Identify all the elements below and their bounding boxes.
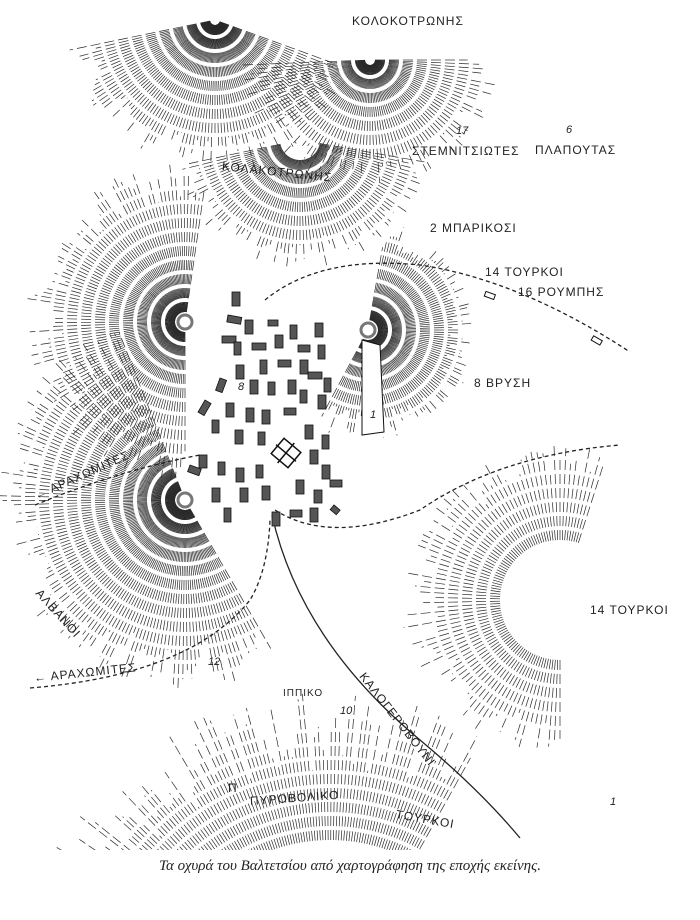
label-roumpis: 16 ΡΟΥΜΠΗΣ — [518, 285, 605, 299]
forts — [361, 290, 604, 436]
building — [211, 419, 220, 434]
road-lower-west — [29, 519, 271, 689]
village-buildings — [187, 291, 343, 527]
building — [277, 359, 292, 368]
hill-east — [403, 446, 604, 748]
building — [239, 487, 249, 503]
building — [187, 464, 202, 477]
building — [304, 424, 314, 440]
building — [221, 335, 237, 344]
church — [270, 437, 302, 469]
hill-southwest — [0, 331, 272, 688]
building — [289, 509, 303, 518]
label-number-12: 12 — [208, 656, 221, 668]
label-barikosi: 2 ΜΠΑΡΙΚΟΣΙ — [430, 221, 517, 235]
building — [261, 409, 271, 425]
hill-south — [56, 693, 478, 850]
building — [321, 464, 331, 480]
building — [323, 377, 332, 393]
label-number-6: 6 — [566, 124, 573, 136]
label-fort-number: 1 — [370, 409, 377, 421]
building — [267, 319, 279, 327]
hill-kolokotronis-mid — [182, 143, 425, 267]
label-number-10: 10 — [340, 705, 353, 717]
label-number-1: 1 — [610, 796, 617, 808]
hill-west — [27, 164, 205, 480]
building — [257, 431, 266, 446]
road-east — [274, 444, 621, 529]
building — [314, 322, 324, 338]
building — [313, 489, 323, 504]
terrain-hachures — [0, 20, 604, 850]
building — [249, 379, 259, 395]
building — [233, 341, 242, 356]
building — [215, 377, 228, 394]
building — [223, 507, 232, 523]
label-number-17: 17 — [456, 125, 469, 137]
hill-peak — [176, 491, 194, 509]
building — [321, 434, 330, 450]
building — [225, 402, 235, 418]
building — [299, 359, 309, 375]
label-pi: Π — [228, 781, 238, 795]
road-kalogerovouni — [271, 514, 521, 839]
building — [307, 371, 323, 380]
label-village-number: 8 — [238, 381, 245, 393]
building — [317, 394, 327, 410]
building — [297, 344, 311, 353]
building — [274, 334, 284, 349]
label-plapoutas: ΠΛΑΠΟΥΤΑΣ — [535, 143, 617, 157]
building — [259, 359, 268, 375]
label-ippiko: ΙΠΠΙΚΟ — [283, 688, 324, 699]
building — [234, 429, 244, 445]
building — [287, 379, 297, 395]
building — [226, 314, 243, 325]
historical-map — [0, 20, 631, 850]
road-upper-west — [34, 454, 201, 506]
building — [309, 507, 319, 523]
building — [329, 504, 341, 516]
hill-kolokotronis-north — [243, 59, 495, 183]
roads — [29, 262, 631, 839]
building — [271, 511, 281, 527]
map-caption: Τα οχυρά του Βαλτετσίου από χαρτογράφηση… — [159, 858, 541, 874]
building — [217, 461, 226, 476]
building — [235, 364, 245, 380]
label-vrysi: 8 ΒΡΥΣΗ — [474, 376, 532, 390]
label-stemnitsiotes: ΣΤΕΜΝΙΤΣΙΩΤΕΣ — [412, 144, 520, 158]
hill-peak — [359, 321, 377, 339]
label-tourkoi-east: 14 ΤΟΥΡΚΟΙ — [590, 603, 669, 617]
building — [235, 467, 245, 483]
hill-peak — [176, 313, 194, 331]
building — [211, 487, 221, 503]
road-north — [264, 262, 631, 353]
building — [329, 479, 343, 488]
hill-vrysi — [321, 227, 472, 438]
building — [231, 291, 241, 307]
building — [245, 407, 255, 423]
building — [299, 389, 308, 404]
label-kolokotronis-top: ΚΟΛΟΚΟΤΡΩΝΗΣ — [352, 14, 464, 28]
building — [197, 399, 212, 417]
building — [251, 342, 267, 351]
building — [317, 344, 326, 360]
building — [255, 464, 264, 479]
building — [261, 485, 271, 501]
hill-kolokotronis-top — [69, 20, 340, 168]
label-tourkoi-north: 14 ΤΟΥΡΚΟΙ — [485, 265, 564, 279]
building — [267, 381, 276, 396]
building — [309, 449, 319, 465]
building — [198, 454, 208, 469]
building — [283, 407, 297, 416]
building — [289, 324, 298, 340]
building — [244, 319, 254, 335]
building — [295, 479, 305, 495]
